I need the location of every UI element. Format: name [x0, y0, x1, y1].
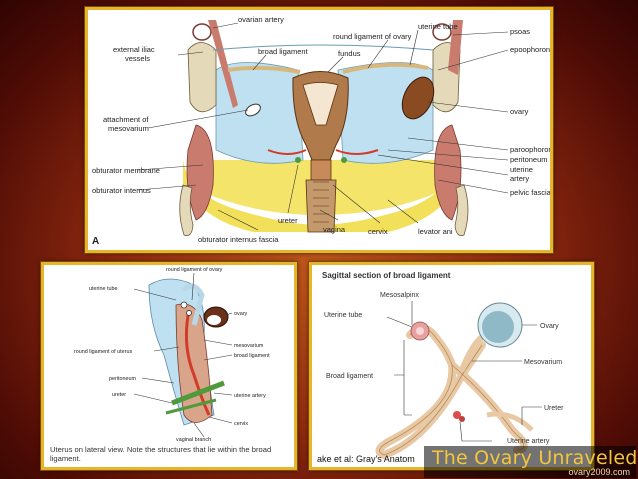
lateral-view-caption: Uterus on lateral view. Note the structu… — [50, 445, 272, 463]
right-psoas — [448, 20, 463, 75]
label-uterine-tube: uterine tube — [418, 22, 458, 31]
round-ligament-lateral — [165, 398, 217, 415]
label-mesovarium: mesovarium — [108, 124, 149, 133]
brand-title: The Ovary Unraveled — [432, 447, 638, 469]
left-ischium — [179, 184, 194, 236]
label-obturator-membrane: obturator membrane — [92, 166, 160, 175]
coronal-section-panel: ovarian artery external iliac vessels br… — [85, 7, 553, 253]
label-broad-ligament: broad ligament — [258, 47, 309, 56]
left-external-iliac-vessel — [192, 23, 212, 41]
panel-c-leader-lines — [386, 301, 542, 442]
label-obturator-internus: obturator internus — [92, 186, 151, 195]
left-uterine-tube — [227, 65, 301, 74]
label-b-mesovarium: mesovarium — [234, 343, 264, 349]
vagina-rugae — [313, 181, 329, 223]
peritoneum-line — [212, 44, 434, 51]
sagittal-section-panel: Sagittal section of broad ligament Mesos… — [309, 262, 594, 470]
label-peritoneum: peritoneum — [510, 155, 548, 164]
uterine-tube-loop — [182, 283, 205, 326]
label-c-uterine-artery: Uterine artery — [507, 438, 550, 445]
source-credit: ake et al: Gray's Anatom — [317, 454, 415, 464]
label-b-ovary: ovary — [234, 311, 247, 317]
label-b-vaginal-branch: vaginal branch — [176, 437, 211, 443]
ureter-lateral — [171, 380, 225, 406]
right-uterine-tube — [342, 62, 429, 74]
lateral-view-diagram: round ligament of ovary uterine tube ova… — [74, 267, 270, 443]
tube-lumen-2 — [186, 310, 192, 316]
label-artery: artery — [510, 174, 529, 183]
label-b-round-ligament-ovary: round ligament of ovary — [166, 267, 223, 273]
label-b-uterine-tube: uterine tube — [89, 286, 117, 292]
label-cervix: cervix — [368, 227, 388, 236]
sagittal-title: Sagittal section of broad ligament — [322, 271, 451, 280]
right-ischium — [454, 184, 469, 236]
label-fundus: fundus — [338, 49, 361, 58]
label-uterine: uterine — [510, 165, 533, 174]
panel-letter: A — [92, 236, 99, 247]
label-vessels: vessels — [125, 54, 150, 63]
label-obturator-internus-fascia: obturator internus fascia — [198, 235, 279, 244]
uterine-artery-lateral — [184, 309, 211, 416]
brand-banner: The Ovary Unraveled ovary2009.com — [424, 446, 638, 478]
ovary-core — [482, 311, 514, 343]
label-epoophoron: epoophoron — [510, 45, 550, 54]
label-round-ligament-ovary: round ligament of ovary — [333, 32, 412, 41]
label-b-uterine-artery: uterine artery — [234, 393, 266, 399]
broad-ligament-fold — [375, 324, 528, 460]
label-c-mesosalpinx: Mesosalpinx — [380, 292, 419, 299]
label-b-ureter: ureter — [112, 392, 126, 398]
uterine-cavity — [302, 82, 339, 126]
label-c-ovary: Ovary — [540, 323, 559, 330]
left-ureter — [295, 157, 301, 163]
panel-b-leader-lines — [133, 272, 233, 438]
label-c-mesovarium: Mesovarium — [524, 359, 562, 366]
label-paroophoron: paroophoron — [510, 145, 550, 154]
label-b-round-ligament-uterus: round ligament of uterus — [74, 349, 132, 355]
label-attachment-of: attachment of — [103, 115, 149, 124]
label-ovarian-artery: ovarian artery — [238, 15, 284, 24]
left-ovarian-artery — [208, 20, 238, 108]
cervix-shape — [310, 159, 332, 181]
label-psoas: psoas — [510, 27, 530, 36]
lateral-view-panel: round ligament of ovary uterine tube ova… — [41, 262, 297, 470]
right-ovary — [401, 76, 435, 120]
label-c-ureter: Ureter — [544, 405, 564, 412]
uterine-artery-section — [453, 411, 461, 419]
mesovarium-fold — [459, 334, 484, 372]
uterine-artery-section-2 — [459, 416, 465, 422]
label-levator-ani: levator ani — [418, 227, 453, 236]
label-c-uterine-tube: Uterine tube — [324, 312, 362, 319]
label-b-peritoneum: peritoneum — [109, 376, 136, 382]
label-b-broad-ligament: broad ligament — [234, 353, 270, 359]
right-obturator-internus — [434, 124, 462, 221]
label-pelvic-fascia: pelvic fascia — [510, 188, 550, 197]
right-uterine-artery — [335, 149, 379, 155]
right-external-iliac-vessel — [432, 23, 452, 41]
brand-url[interactable]: ovary2009.com — [568, 467, 630, 477]
uterine-tube-lumen — [416, 327, 424, 335]
panel-a-leader-lines — [137, 22, 509, 231]
pelvic-fat-area — [183, 160, 458, 232]
ureter-sagittal — [486, 411, 534, 432]
label-vagina: vagina — [323, 225, 346, 234]
sagittal-section-diagram: Mesosalpinx Uterine tube Ovary Mesovariu… — [324, 292, 564, 460]
right-ureter — [341, 157, 347, 163]
left-ovary — [245, 103, 261, 117]
left-uterine-artery — [267, 149, 307, 155]
label-b-cervix: cervix — [234, 421, 248, 427]
label-ureter: ureter — [278, 216, 298, 225]
coronal-section-diagram: ovarian artery external iliac vessels br… — [92, 15, 550, 247]
left-ilium — [187, 42, 217, 113]
label-ovary: ovary — [510, 107, 529, 116]
label-external-iliac: external iliac — [113, 45, 155, 54]
tube-lumen-1 — [180, 301, 188, 309]
ovary-highlight — [207, 315, 221, 325]
left-obturator-internus — [186, 124, 214, 221]
label-c-broad-ligament: Broad ligament — [326, 373, 373, 380]
left-broad-ligament — [215, 62, 304, 164]
